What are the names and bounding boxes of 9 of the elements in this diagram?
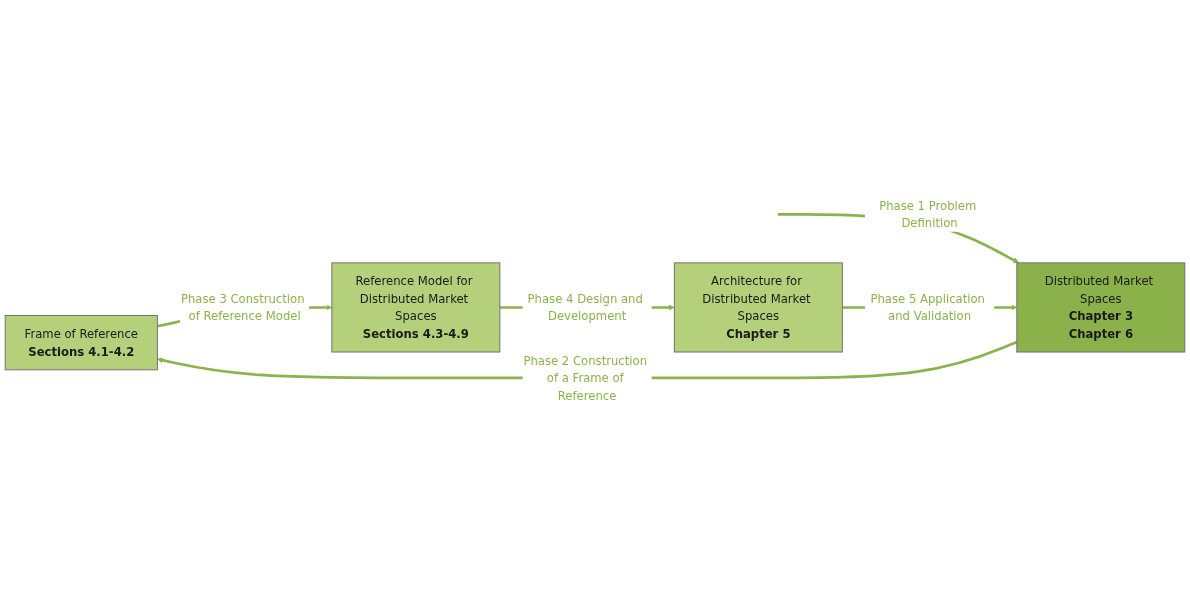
edge-label: Phase 4 Design and Development — [527, 291, 643, 323]
edge-label: Phase 3 Construction of Reference Model — [180, 291, 305, 323]
node-box: Distributed Market Spaces Chapter 3 Chapter 6 — [1016, 262, 1186, 353]
node-box: Architecture for Distributed Market Spaces Chapter 5 — [673, 262, 843, 353]
node-box: Reference Model for Distributed Market Spaces Sections 4.3-4.9 — [331, 262, 501, 353]
edge-label: Phase 5 Application and Validation — [870, 291, 985, 323]
node-box: Frame of Reference Sections 4.1-4.2 — [4, 315, 158, 371]
edge-label: Phase 2 Construction of a Frame of Reference — [523, 353, 648, 403]
edge-label: Phase 1 Problem Definition — [879, 198, 977, 230]
